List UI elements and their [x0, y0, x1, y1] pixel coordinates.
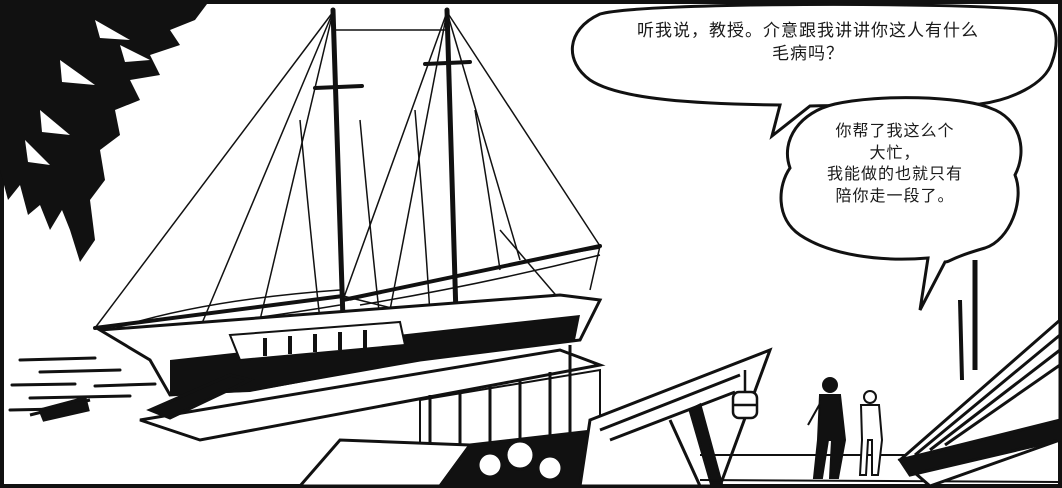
speech-bubble-1-line: 听我说，教授。介意跟我讲讲你这人有什么	[637, 21, 979, 41]
speech-bubble-2-text: 你帮了我这么个 大忙， 我能做的也就只有 陪你走一段了。	[800, 120, 990, 206]
speech-bubble-1-text: 听我说，教授。介意跟我讲讲你这人有什么 毛病吗？	[588, 20, 1028, 66]
foreground-dock	[296, 428, 602, 488]
dock	[29, 345, 606, 482]
ground	[699, 454, 1061, 483]
right-shed	[897, 260, 1062, 488]
speech-bubble-2-line: 你帮了我这么个	[835, 121, 955, 140]
speech-bubble-2	[779, 96, 1023, 311]
speech-bubble-2-line: 我能做的也就只有	[826, 164, 963, 184]
ship-masts	[330, 7, 459, 323]
ship-hull	[95, 293, 603, 397]
palm-fronds	[0, 0, 210, 262]
ship-rigging	[94, 11, 601, 336]
speech-bubble-2-line: 大忙，	[869, 142, 921, 162]
speech-bubble-2-line: 陪你走一段了。	[835, 185, 955, 205]
walking-figures	[807, 377, 884, 479]
shed-roof	[578, 347, 773, 488]
speech-bubble-1-line: 毛病吗？	[772, 43, 844, 64]
lantern	[731, 370, 759, 420]
